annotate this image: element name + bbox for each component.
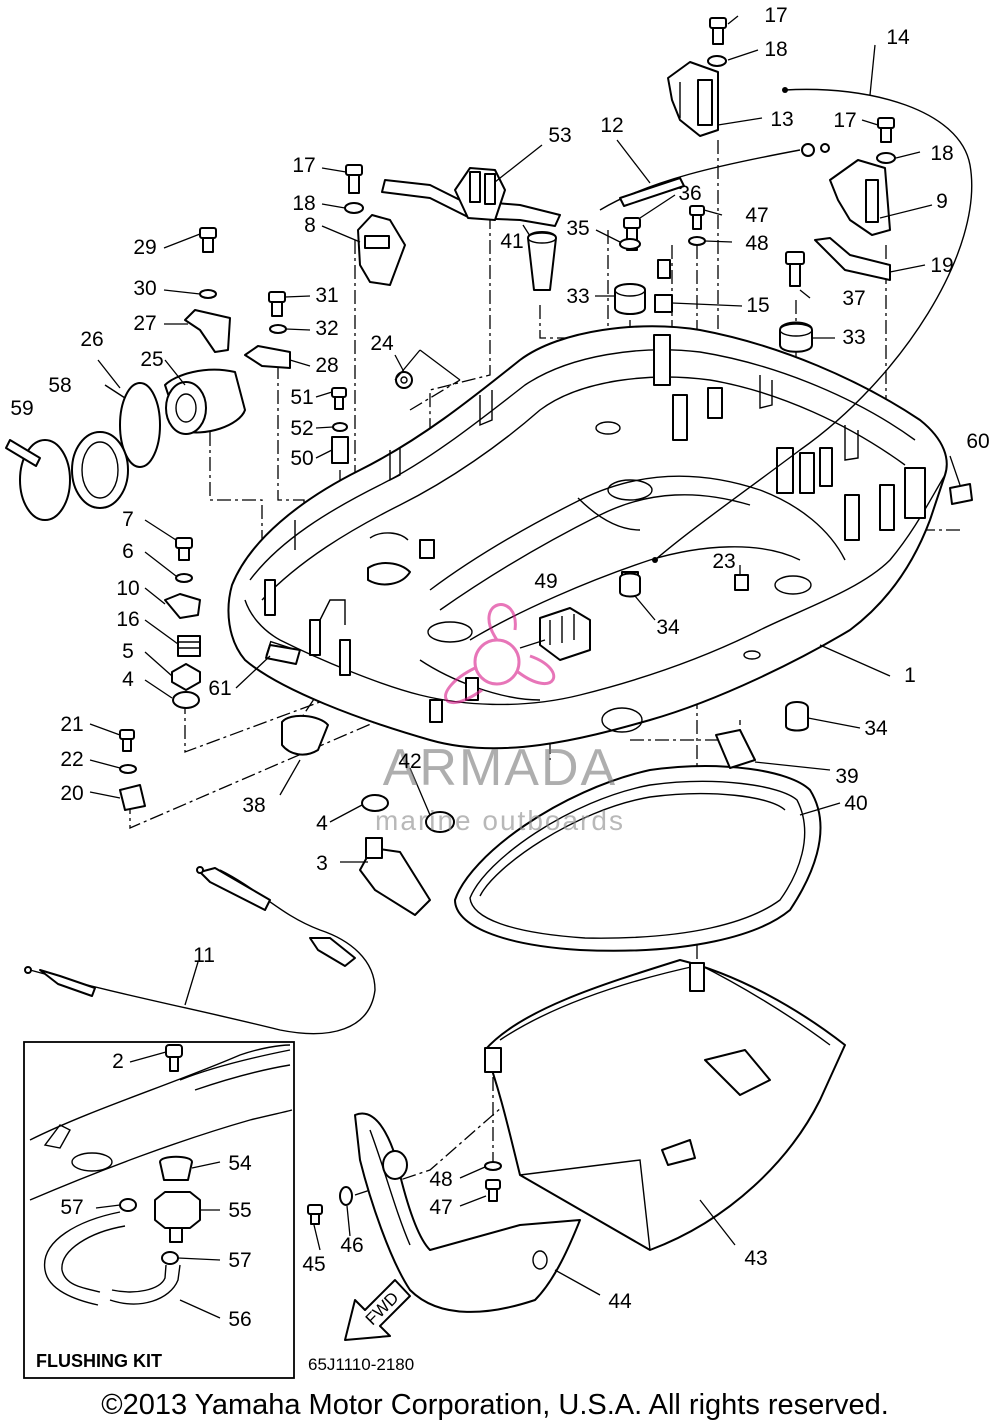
callout-14: 14	[886, 26, 910, 49]
callout-52: 52	[290, 417, 313, 440]
callout-7: 7	[122, 508, 134, 531]
watermark-logo-icon	[444, 603, 556, 705]
callout-33a: 33	[566, 285, 589, 308]
callout-47a: 47	[745, 204, 768, 227]
callout-54: 54	[228, 1152, 252, 1175]
callout-17b: 17	[292, 154, 315, 177]
callout-61: 61	[208, 677, 231, 700]
lower-cover	[484, 959, 846, 1251]
callout-43: 43	[744, 1247, 767, 1270]
callout-34b: 34	[864, 717, 888, 740]
callout-41: 41	[500, 230, 523, 253]
drawing-code: 65J1110-2180	[308, 1355, 414, 1374]
callout-26: 26	[80, 328, 103, 351]
callout-24: 24	[370, 332, 394, 355]
callout-25: 25	[140, 348, 163, 371]
callout-59: 59	[10, 397, 33, 420]
inset-title: FLUSHING KIT	[36, 1351, 162, 1371]
callout-18a: 18	[764, 38, 787, 61]
bottom-cowling	[227, 325, 948, 750]
callout-21: 21	[60, 713, 83, 736]
callout-45: 45	[302, 1253, 325, 1276]
callout-17c: 17	[833, 109, 856, 132]
callout-38: 38	[242, 794, 265, 817]
callout-47b: 47	[429, 1196, 452, 1219]
callout-27: 27	[133, 312, 156, 335]
callout-19: 19	[930, 254, 953, 277]
callout-34a: 34	[656, 616, 680, 639]
callout-58: 58	[48, 374, 71, 397]
fwd-arrow: FWD	[344, 1279, 411, 1341]
callout-8: 8	[304, 214, 316, 237]
callout-49: 49	[534, 570, 557, 593]
side-cover	[354, 1112, 581, 1313]
callout-48b: 48	[429, 1168, 452, 1191]
callout-18b: 18	[292, 192, 315, 215]
callout-17a: 17	[764, 4, 787, 27]
seal	[454, 765, 822, 952]
leader-lines	[89, 15, 961, 1319]
callout-29: 29	[133, 236, 156, 259]
callout-53: 53	[548, 124, 571, 147]
callout-28: 28	[315, 354, 338, 377]
callout-44: 44	[608, 1290, 632, 1313]
callout-57a: 57	[60, 1196, 83, 1219]
callout-32: 32	[315, 317, 338, 340]
callout-40: 40	[844, 792, 867, 815]
callout-37: 37	[842, 287, 865, 310]
watermark: ARMADA marine outboards	[375, 603, 625, 836]
callout-16: 16	[116, 608, 139, 631]
flushing-kit-inset	[23, 1041, 295, 1379]
callout-9: 9	[936, 190, 948, 213]
callout-46: 46	[340, 1234, 363, 1257]
callout-20: 20	[60, 782, 83, 805]
callout-12: 12	[600, 114, 623, 137]
callout-39: 39	[835, 765, 858, 788]
callout-30: 30	[133, 277, 156, 300]
callout-10: 10	[116, 577, 139, 600]
callout-60: 60	[966, 430, 989, 453]
callout-22: 22	[60, 748, 83, 771]
callout-35: 35	[566, 217, 589, 240]
callout-3: 3	[316, 852, 328, 875]
watermark-title: ARMADA	[383, 739, 617, 797]
small-parts	[5, 17, 973, 1225]
callout-11: 11	[193, 944, 215, 967]
callout-50: 50	[290, 447, 313, 470]
callout-48a: 48	[745, 232, 768, 255]
callout-13: 13	[770, 108, 793, 131]
callout-15: 15	[746, 294, 769, 317]
callout-57b: 57	[228, 1249, 251, 1272]
callout-5: 5	[122, 640, 134, 663]
callout-4b: 4	[316, 812, 328, 835]
callout-42: 42	[398, 750, 421, 773]
callout-33b: 33	[842, 326, 865, 349]
copyright: ©2013 Yamaha Motor Corporation, U.S.A. A…	[101, 1389, 889, 1421]
callout-6: 6	[122, 540, 134, 563]
callout-1: 1	[904, 664, 916, 687]
callout-36: 36	[678, 182, 701, 205]
callout-55: 55	[228, 1199, 251, 1222]
callout-4: 4	[122, 668, 134, 691]
callout-31: 31	[315, 284, 338, 307]
callout-23: 23	[712, 550, 735, 573]
callout-2: 2	[112, 1050, 124, 1073]
callout-51: 51	[290, 386, 313, 409]
callout-18c: 18	[930, 142, 953, 165]
callouts: 1 2 3 4 4 5 6 7 8 9 10 11 12 13 14 15 16…	[10, 4, 989, 1331]
callout-56: 56	[228, 1308, 251, 1331]
watermark-subtitle: marine outboards	[375, 805, 625, 836]
